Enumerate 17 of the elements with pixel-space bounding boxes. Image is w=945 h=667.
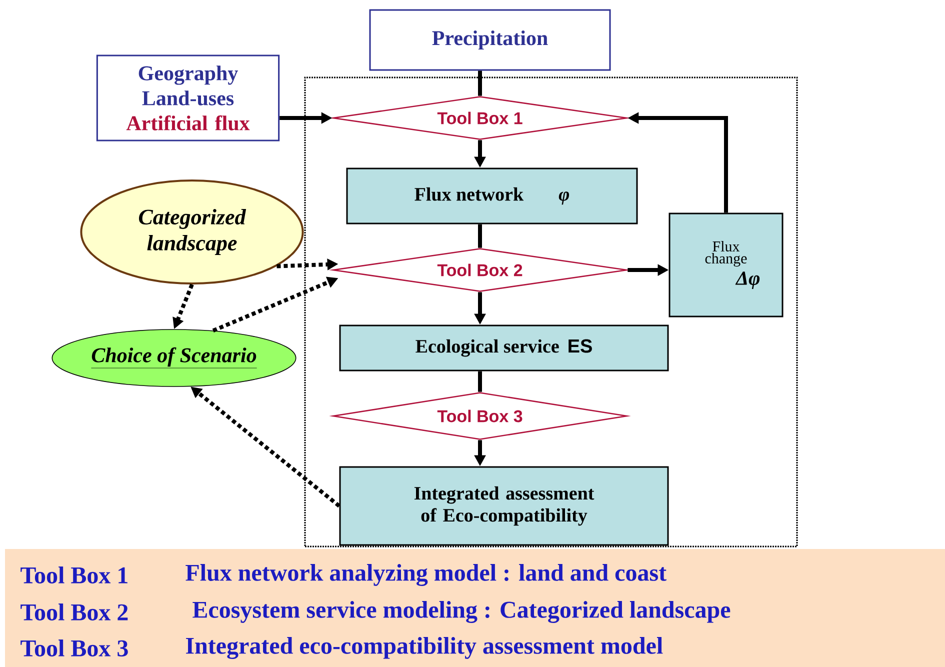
process-box: Flux change Δφ [668,212,784,318]
tool-box-name: Tool Box 1 [20,566,128,584]
input-box: Precipitation [369,9,611,71]
tool-box-name: Tool Box 3 [20,640,128,656]
input-box: Geography Land-uses Artificial flux [96,54,280,142]
connector-line [478,371,482,392]
tool-box-description: Ecosystem service modeling : Categorized landscape [192,601,730,623]
connector-line [478,70,482,96]
ellipse-node: Categorized landscape [80,180,304,284]
connector-line [478,224,482,248]
tool-box-name: Tool Box 2 [20,604,128,620]
process-box: Integrated assessment of Eco-compatibility [339,466,669,546]
dotted-frame [304,76,798,548]
process-box: Ecological service ES [339,324,669,372]
tool-box-description: Integrated eco-compatibility assessment model [186,637,663,659]
process-box: Flux network φ [346,168,638,224]
ellipse-node: Choice of Scenario [52,329,296,387]
